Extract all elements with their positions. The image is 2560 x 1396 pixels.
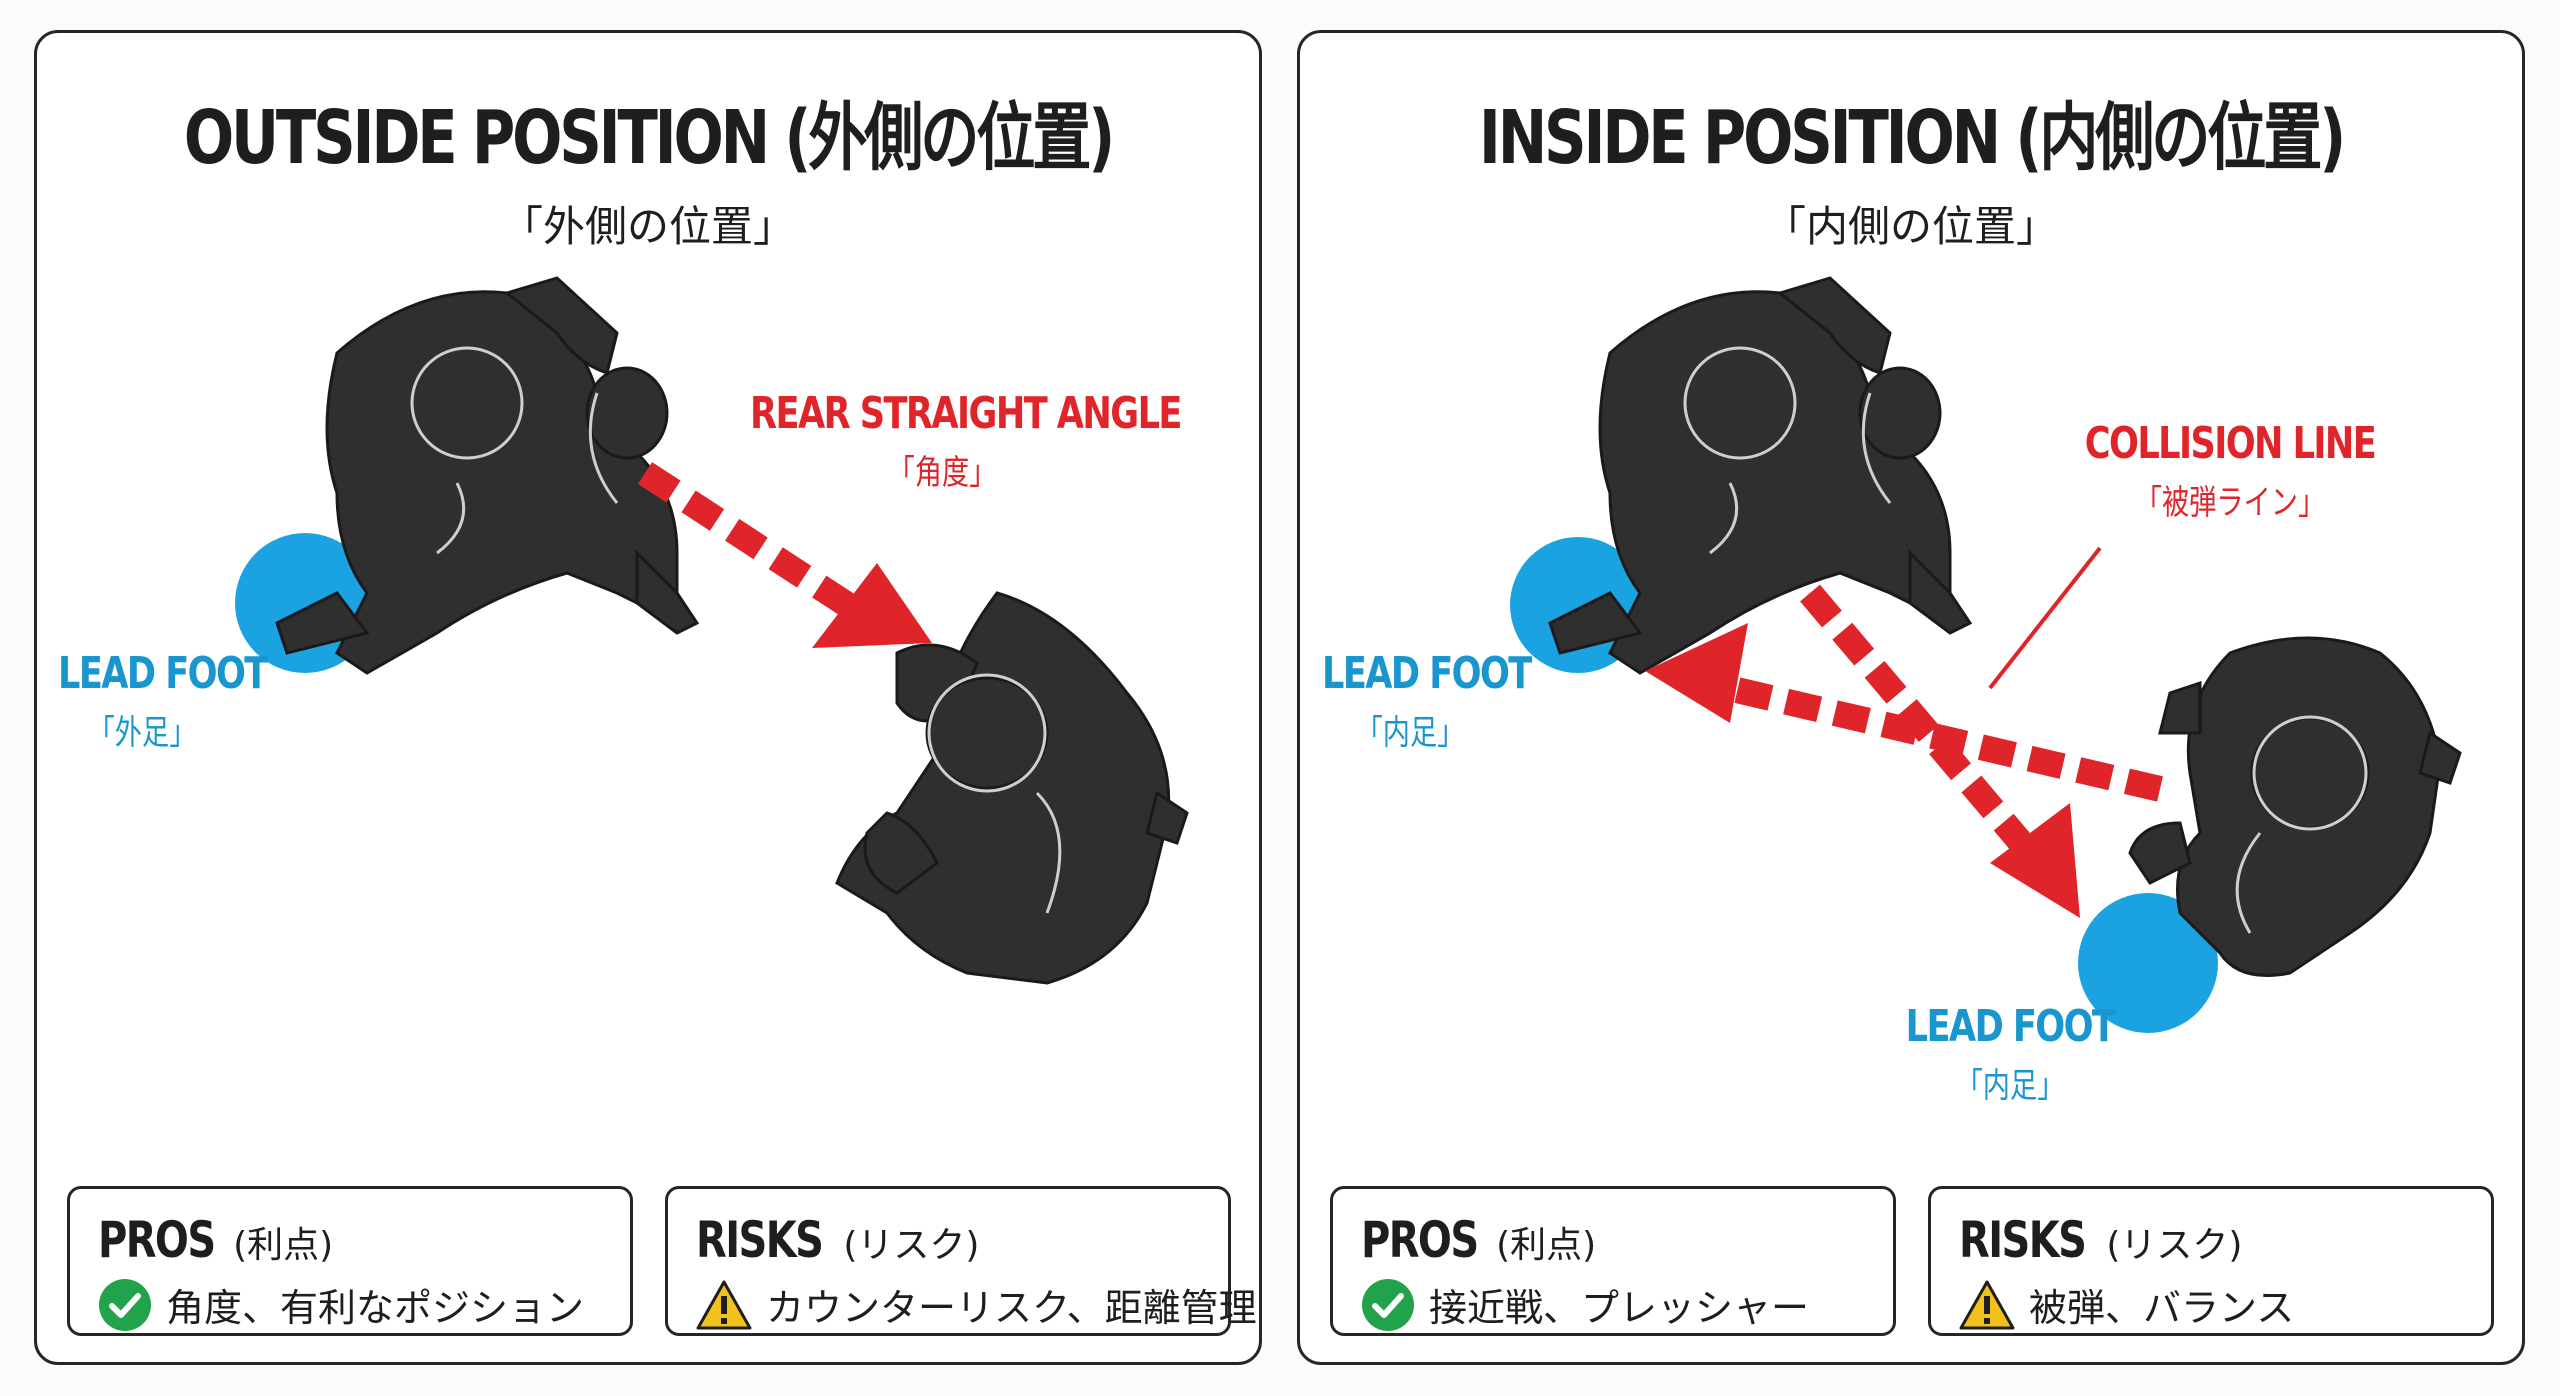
rear-straight-angle-arrow-shaft — [637, 462, 877, 630]
inside-title: INSIDE POSITION (内側の位置) — [1478, 95, 2346, 181]
warning-icon — [1959, 1280, 2015, 1329]
inside-collision-arrow-right-shaft — [1800, 584, 2044, 867]
collision-line-label: COLLISION LINE 「被弾ライン」 — [2084, 418, 2377, 523]
inside-risks-box: RISKS (リスク) 被弾、バランス — [1928, 1186, 2494, 1336]
pros-text: 角度、有利なポジション — [166, 1286, 585, 1330]
pros-text: 接近戦、プレッシャー — [1429, 1286, 1810, 1330]
rear-straight-angle-label: REAR STRAIGHT ANGLE 「角度」 — [750, 388, 1182, 493]
inside-lead-foot-label-left: LEAD FOOT 「内足」 — [1322, 648, 1532, 753]
inside-collision-arrow-right-head — [1990, 803, 2080, 918]
risks-line: 被弾、バランス — [1959, 1277, 2294, 1332]
rear-straight-angle-arrow-head — [812, 563, 932, 648]
inside-pros-box: PROS (利点) 接近戦、プレッシャー — [1330, 1186, 1896, 1336]
pros-line: 角度、有利なポジション — [98, 1277, 584, 1332]
fighter-silhouette-right — [835, 591, 1189, 985]
fighter-silhouette-right — [2128, 636, 2462, 977]
risks-text: 被弾、バランス — [2029, 1286, 2295, 1330]
warning-icon — [696, 1280, 752, 1329]
inside-collision-arrow-left-shaft — [1695, 668, 2163, 802]
risks-heading: RISKS (リスク) — [696, 1211, 980, 1269]
fighter-silhouette-left — [275, 276, 700, 675]
outside-subtitle: 「外側の位置」 — [500, 202, 795, 251]
inside-diagram — [1510, 276, 2462, 1033]
outside-diagram — [235, 276, 1189, 985]
check-icon — [1362, 1278, 1414, 1331]
pros-heading: PROS (利点) — [98, 1211, 334, 1269]
fighter-left-outline — [410, 346, 619, 555]
pros-heading: PROS (利点) — [1361, 1211, 1597, 1269]
inside-position-panel: INSIDE POSITION (内側の位置) 「内側の位置」 — [1297, 30, 2525, 1365]
collision-leader — [1988, 546, 2102, 690]
fighter-right-outline — [2235, 715, 2368, 934]
outside-title: OUTSIDE POSITION (外側の位置) — [183, 95, 1115, 181]
lead-foot-marker-right — [2078, 893, 2218, 1033]
risks-heading: RISKS (リスク) — [1959, 1211, 2243, 1269]
outside-lead-foot-label: LEAD FOOT 「外足」 — [58, 648, 268, 753]
inside-lead-foot-label-right: LEAD FOOT 「内足」 — [1905, 1001, 2116, 1106]
outside-pros-box: PROS (利点) 角度、有利なポジション — [67, 1186, 633, 1336]
inside-collision-arrow-left-head — [1645, 623, 1748, 723]
inside-subtitle: 「内側の位置」 — [1763, 202, 2058, 251]
check-icon — [99, 1278, 151, 1331]
fighter-silhouette-left — [1548, 276, 1973, 675]
pros-line: 接近戦、プレッシャー — [1361, 1277, 1809, 1332]
outside-position-panel: OUTSIDE POSITION (外側の位置) 「外側の位置」 — [34, 30, 1262, 1365]
outside-risks-box: RISKS (リスク) カウンターリスク、距離管理 — [665, 1186, 1257, 1336]
risks-text: カウンターリスク、距離管理 — [766, 1286, 1257, 1330]
fighter-left-outline — [1683, 346, 1892, 555]
risks-line: カウンターリスク、距離管理 — [696, 1277, 1257, 1332]
fighter-right-outline — [927, 673, 1062, 914]
